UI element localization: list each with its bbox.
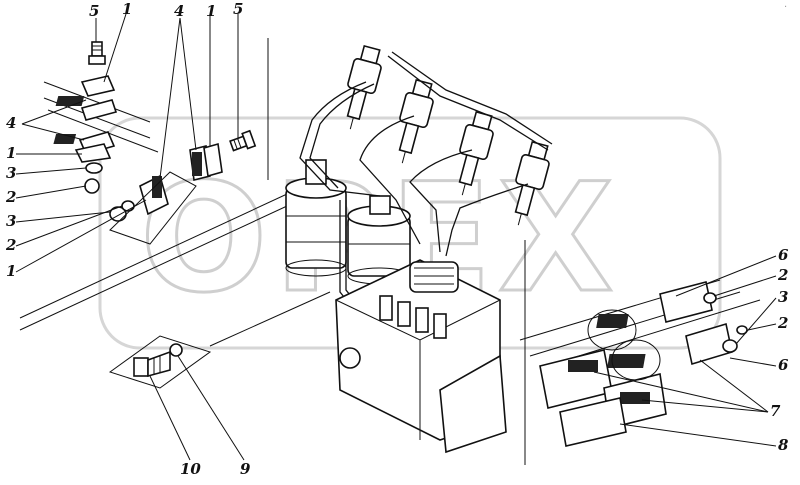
callout-left-3b: 3 — [6, 212, 16, 230]
right-washer-2 — [736, 325, 748, 335]
right-bushing-1 — [587, 309, 637, 351]
callout-left-2a: 2 — [5, 188, 16, 206]
callout-top-left-5: 5 — [89, 2, 99, 20]
right-plate-upper — [596, 281, 733, 368]
right-plate-lower — [539, 349, 667, 447]
pad-mid-2 — [203, 142, 223, 178]
callout-left-4: 4 — [6, 114, 16, 132]
fuel-filters — [285, 159, 411, 285]
right-mount-parts — [267, 38, 761, 465]
right-nut-1 — [722, 339, 738, 353]
callout-right-3: 3 — [778, 288, 788, 306]
nut-1 — [84, 178, 100, 194]
bolt-top-mid — [229, 129, 257, 152]
callout-left-1b: 1 — [6, 262, 16, 280]
bottom-guide-line — [209, 291, 331, 347]
fuel-filter-right — [347, 195, 411, 285]
bolt-bottom — [133, 350, 171, 378]
injector-1 — [346, 44, 382, 130]
callout-left-3a: 3 — [6, 164, 16, 182]
callout-top-mid-5: 5 — [233, 0, 243, 18]
clamp-plate-lower — [53, 131, 116, 163]
callout-right-8: 8 — [778, 436, 789, 454]
callout-bottom-9: 9 — [240, 460, 251, 478]
callout-bottom-10: 10 — [180, 460, 201, 478]
clamp-plate-upper — [55, 75, 118, 121]
callout-right-6b: 6 — [778, 356, 789, 374]
pump-left-boss — [339, 347, 361, 369]
leader-lines — [15, 13, 777, 461]
callout-top-mid-1: 1 — [206, 2, 216, 20]
callout-left-1a: 1 — [6, 144, 16, 162]
pump-elements — [379, 295, 447, 339]
callout-labels: 5 1 4 1 5 4 1 3 2 3 2 1 10 9 6 2 3 2 6 7… — [5, 0, 789, 478]
pump-front-cover — [439, 354, 507, 454]
bolt-top-left — [88, 41, 106, 65]
pad-mid-hatch — [192, 152, 202, 176]
washer-bottom — [169, 343, 183, 357]
injection-pump — [335, 259, 507, 454]
fuel-lines — [299, 51, 553, 381]
callout-top-left-1: 1 — [122, 0, 132, 18]
right-bushing-2 — [611, 339, 661, 381]
pump-coil-lines — [409, 261, 459, 293]
callout-right-6a: 6 — [778, 246, 789, 264]
left-fasteners — [19, 41, 301, 331]
fuel-filter-left — [285, 159, 347, 277]
corner-mark: · — [784, 2, 787, 13]
callout-right-2a: 2 — [777, 266, 788, 284]
washer-1 — [85, 162, 103, 174]
bottom-bolt-frame — [108, 335, 212, 389]
mounting-strip — [109, 171, 197, 245]
callout-right-7: 7 — [770, 402, 781, 420]
bottom-fasteners — [108, 291, 331, 389]
callout-top-mid-4: 4 — [174, 2, 184, 20]
callout-left-2b: 2 — [5, 236, 16, 254]
pad-left-hatch — [152, 176, 162, 198]
callout-right-2b: 2 — [777, 314, 788, 332]
right-washer-1 — [703, 292, 717, 304]
mount-bar — [19, 187, 301, 331]
